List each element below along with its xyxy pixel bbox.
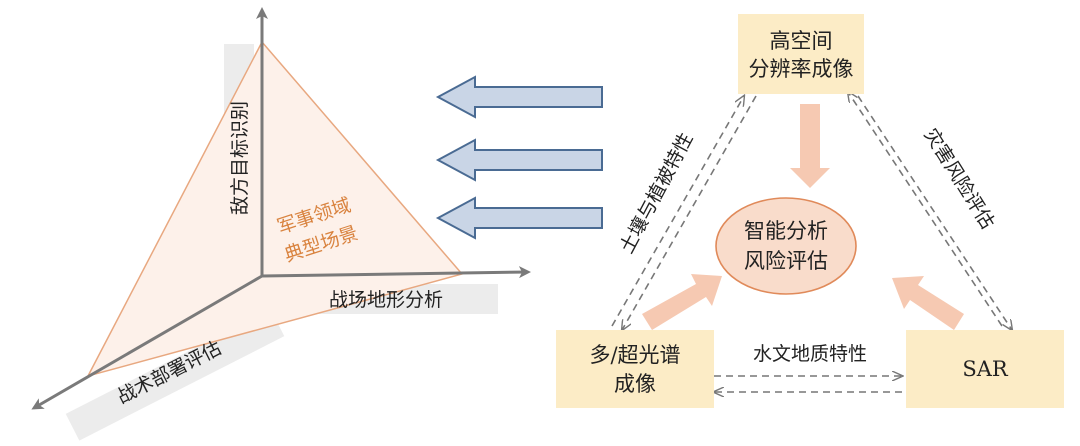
horizontal-axis-label: 战场地形分析	[329, 289, 443, 311]
diagonal-label-bg	[65, 309, 285, 441]
node-multispectral-line1: 多/超光谱	[589, 343, 680, 367]
flow-arrow-right	[892, 276, 964, 330]
big-arrow-middle	[435, 138, 603, 182]
center-analysis-node	[715, 197, 857, 295]
flow-arrow-left	[642, 274, 722, 330]
node-sar-label: SAR	[962, 357, 1009, 381]
big-arrow-top	[435, 75, 603, 119]
dashed-arrow-left-edge	[611, 96, 757, 330]
scenario-triangle	[86, 40, 464, 378]
node-multispectral	[556, 330, 714, 408]
diagonal-axis	[31, 274, 263, 410]
dashed-arrow-bottom-edge	[714, 376, 902, 392]
node-high-resolution-line1: 高空间	[770, 29, 833, 53]
vertical-axis-label: 敌方目标识别	[229, 101, 251, 215]
edge-label-soil-vegetation: 土壤与植被特性	[616, 129, 698, 257]
node-multispectral-line2: 成像	[614, 372, 656, 396]
edge-label-disaster-risk: 灾害风险评估	[920, 125, 999, 233]
node-sar	[906, 330, 1064, 408]
horizontal-axis	[261, 266, 531, 279]
node-high-resolution-line2: 分辨率成像	[749, 57, 854, 81]
flow-arrow-top	[790, 104, 830, 188]
edge-label-hydro-geology: 水文地质特性	[753, 343, 867, 365]
big-arrow-bottom	[435, 196, 603, 240]
center-line1: 智能分析	[744, 219, 828, 243]
dashed-arrow-right-edge	[848, 92, 1012, 330]
node-high-resolution	[738, 14, 864, 94]
center-line2: 风险评估	[744, 249, 828, 273]
